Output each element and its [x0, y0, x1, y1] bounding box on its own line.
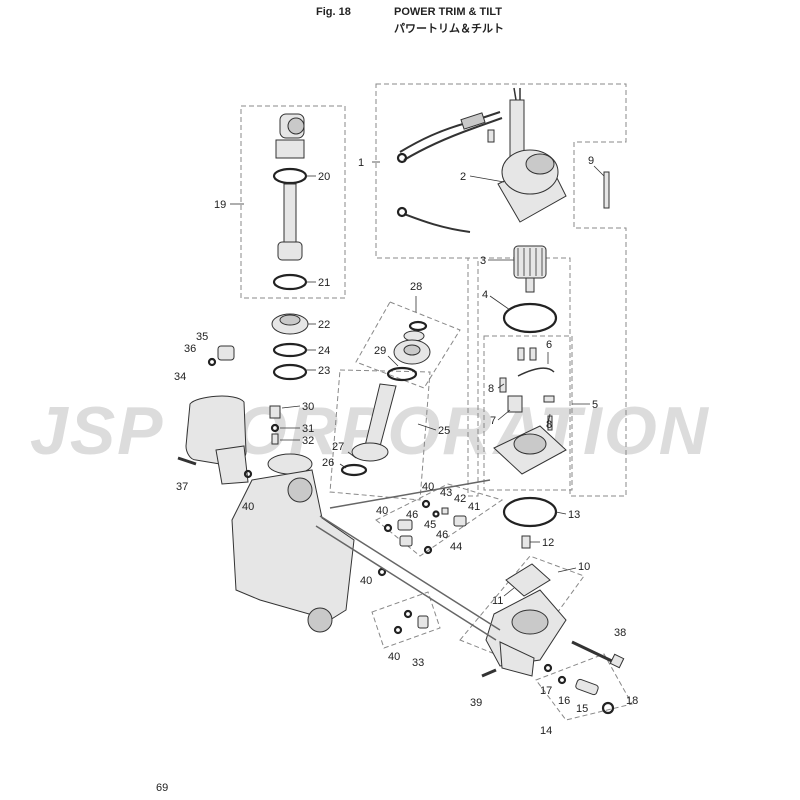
bolt-39 [481, 668, 497, 678]
callout-14: 14 [540, 725, 552, 737]
figure-number: Fig. 18 [316, 6, 351, 18]
valve-parts [377, 499, 467, 635]
group-outline-valves-41 [375, 483, 504, 557]
callout-41: 41 [468, 501, 480, 513]
o-ring-13 [502, 496, 558, 528]
callout-31: 31 [302, 423, 314, 435]
group-outline-valve-14 [535, 653, 633, 721]
piston-assembly [340, 320, 431, 477]
callout-1: 1 [358, 157, 364, 169]
callout-6: 6 [546, 339, 552, 351]
callout-8-lower: 8 [546, 419, 552, 431]
pump-manifold [485, 535, 567, 677]
page-title: POWER TRIM & TILT [394, 6, 502, 18]
callout-27: 27 [332, 441, 344, 453]
armature [513, 245, 547, 293]
callout-37: 37 [176, 481, 188, 493]
callout-28: 28 [410, 281, 422, 293]
group-outline-rod-25 [329, 369, 431, 501]
plug-30 [269, 405, 281, 419]
leader-lines [230, 161, 605, 597]
group-outline-piston-28 [355, 301, 461, 389]
callout-46-a: 46 [406, 509, 418, 521]
valve-block [493, 347, 567, 475]
callout-25: 25 [438, 425, 450, 437]
callout-40-e: 40 [242, 501, 254, 513]
callout-13: 13 [568, 509, 580, 521]
o-ring-16 [557, 675, 567, 685]
callout-8-upper: 8 [488, 383, 494, 395]
callout-34: 34 [174, 371, 186, 383]
valve-15 [575, 678, 599, 696]
callout-29: 29 [374, 345, 386, 357]
callout-9: 9 [588, 155, 594, 167]
callout-40-a: 40 [422, 481, 434, 493]
callout-35: 35 [196, 331, 208, 343]
callout-45: 45 [424, 519, 436, 531]
callout-40-b: 40 [376, 505, 388, 517]
stern-bracket [177, 345, 253, 485]
callout-5: 5 [592, 399, 598, 411]
callout-39: 39 [470, 697, 482, 709]
page-title-japanese: パワートリム＆チルト [394, 23, 504, 35]
callout-12: 12 [542, 537, 554, 549]
page-number: 69 [156, 782, 169, 794]
callout-43: 43 [440, 487, 452, 499]
callout-23: 23 [318, 365, 330, 377]
callout-42: 42 [454, 493, 466, 505]
callout-24: 24 [318, 345, 330, 357]
group-outline-motor [375, 83, 627, 497]
bolt-38 [571, 640, 615, 664]
cylinder-body [231, 453, 355, 633]
callout-labels: 1 2 3 4 5 6 7 8 8 9 10 11 12 13 14 15 16… [174, 155, 638, 737]
callout-40-d: 40 [388, 651, 400, 663]
callout-36: 36 [184, 343, 196, 355]
callout-18: 18 [626, 695, 638, 707]
callout-20: 20 [318, 171, 330, 183]
callout-19: 19 [214, 199, 226, 211]
callout-38: 38 [614, 627, 626, 639]
callout-26: 26 [322, 457, 334, 469]
callout-44: 44 [450, 541, 462, 553]
o-ring-18 [601, 701, 615, 715]
o-ring-31 [270, 423, 280, 433]
callout-17: 17 [540, 685, 552, 697]
callout-4: 4 [482, 289, 488, 301]
callout-46-b: 46 [436, 529, 448, 541]
o-ring-17 [543, 663, 553, 673]
group-outline-tilt-cylinder [240, 105, 346, 299]
group-outline-valve-block [483, 335, 573, 491]
group-outline-33 [371, 591, 441, 649]
callout-16: 16 [558, 695, 570, 707]
callout-22: 22 [318, 319, 330, 331]
callout-30: 30 [302, 401, 314, 413]
callout-7: 7 [490, 415, 496, 427]
callout-15: 15 [576, 703, 588, 715]
tilt-cylinder [272, 113, 308, 291]
callout-32: 32 [302, 435, 314, 447]
motor-assembly [396, 87, 610, 233]
o-ring-4 [502, 302, 558, 334]
callout-33: 33 [412, 657, 424, 669]
o-ring-23 [272, 363, 308, 381]
callout-11: 11 [492, 595, 503, 607]
callout-21: 21 [318, 277, 330, 289]
callout-10: 10 [578, 561, 590, 573]
ring-24 [272, 342, 308, 358]
valve-32 [271, 433, 279, 445]
callout-40-c: 40 [360, 575, 372, 587]
callout-2: 2 [460, 171, 466, 183]
callout-3: 3 [480, 255, 486, 267]
